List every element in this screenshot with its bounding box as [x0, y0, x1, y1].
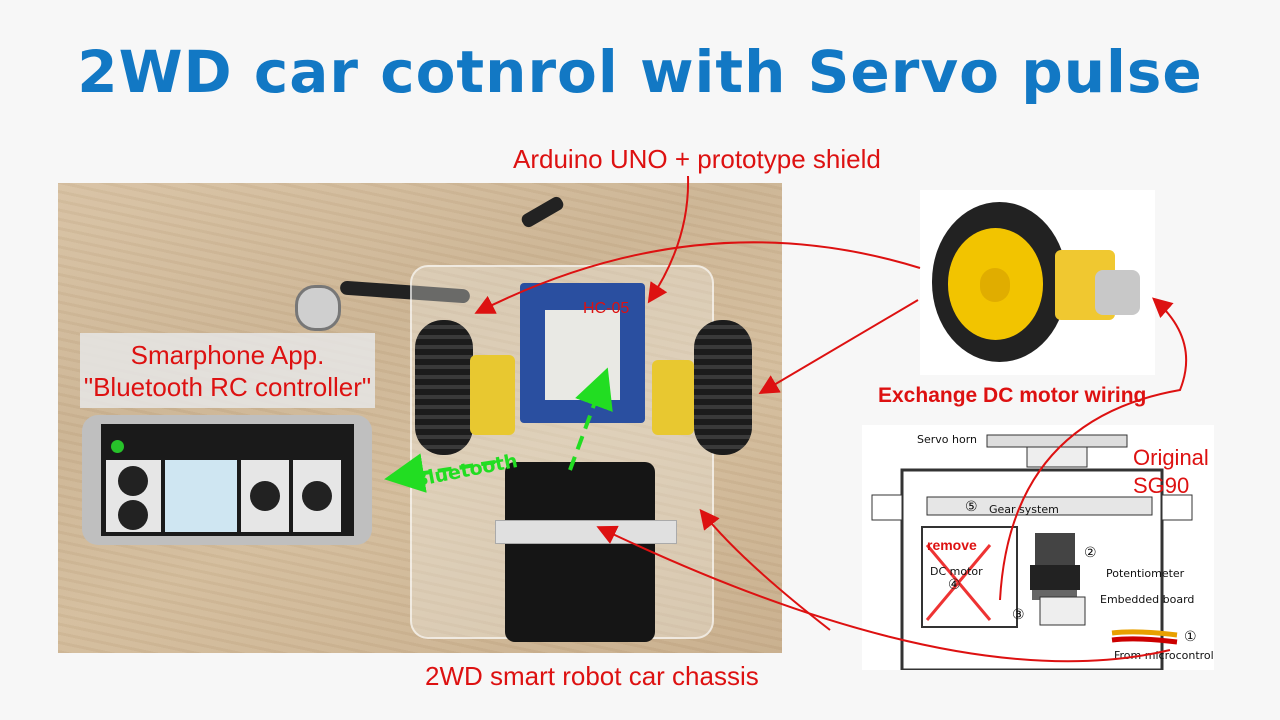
page-title: 2WD car cotnrol with Servo pulse	[77, 38, 1203, 106]
potentiometer-label: Potentiometer	[1106, 567, 1185, 580]
dc-motor-inset	[920, 190, 1155, 375]
servo-to-motor-arrow	[999, 297, 1188, 601]
right-button	[302, 481, 332, 511]
motor-number: ④	[948, 577, 961, 593]
servo-wire-arrow	[596, 525, 1171, 663]
cable-connector	[295, 285, 341, 331]
left-button	[250, 481, 280, 511]
left-wheel	[415, 320, 473, 455]
exchange-label: Exchange DC motor wiring	[878, 384, 1147, 407]
right-pad-1	[241, 460, 289, 532]
left-pad	[106, 460, 161, 532]
hub	[980, 268, 1010, 302]
app-label-line2: "Bluetooth RC controller"	[83, 372, 372, 402]
chassis-arrow-1	[699, 508, 831, 631]
servo-diagram: Servo horn ⑤ Gear system ② Potentiometer…	[862, 425, 1214, 672]
hc05-label: HC-05	[583, 300, 630, 317]
gear-system-label: Gear system	[989, 503, 1059, 516]
gear-number: ⑤	[965, 499, 978, 515]
chassis-label: 2WD smart robot car chassis	[425, 661, 759, 691]
original-line1: Original	[1133, 445, 1209, 470]
servo-horn-label: Servo horn	[917, 433, 978, 446]
arduino-arrow	[647, 175, 690, 304]
app-label-box: Smarphone App. "Bluetooth RC controller"	[80, 333, 375, 408]
motor-to-left-wheel-arrow	[474, 241, 921, 314]
arduino-label: Arduino UNO + prototype shield	[513, 144, 881, 174]
status-led-icon	[111, 440, 124, 453]
app-label-line1: Smarphone App.	[130, 340, 325, 370]
right-wheel	[694, 320, 752, 455]
right-pad-2	[293, 460, 341, 532]
remove-label: remove	[927, 537, 977, 553]
embedded-board-label: Embedded board	[1100, 593, 1195, 606]
from-micro-label: From microcontrol	[1114, 649, 1214, 662]
bluetooth-arrow-phone	[384, 453, 496, 493]
bluetooth-arrow-hc05	[568, 367, 613, 471]
backward-button	[118, 500, 148, 530]
right-motor	[652, 360, 694, 435]
original-line2: SG90	[1133, 473, 1190, 498]
center-pad	[165, 460, 237, 532]
phone-screen	[101, 424, 354, 536]
wire-number: ①	[1184, 629, 1197, 645]
motor-to-right-wheel-arrow	[758, 299, 919, 395]
battery-clip	[495, 520, 677, 544]
battery-box	[505, 462, 655, 642]
pot-number: ②	[1084, 545, 1097, 561]
dc-motor-label: DC motor	[930, 565, 983, 578]
motor-can	[1095, 270, 1140, 315]
board-number: ③	[1012, 607, 1025, 623]
original-label: Original SG90	[1133, 444, 1209, 500]
forward-button	[118, 466, 148, 496]
servo-drawing	[871, 434, 1193, 672]
left-motor	[470, 355, 515, 435]
